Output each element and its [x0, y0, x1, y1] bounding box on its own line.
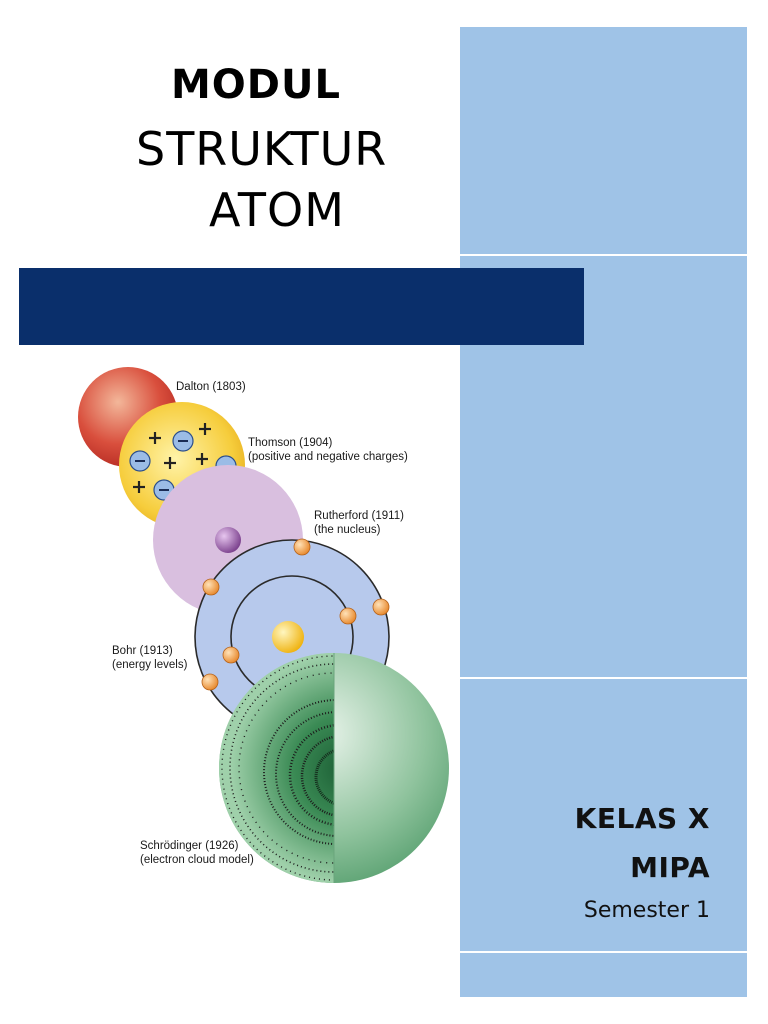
schrodinger-sphere	[219, 653, 449, 883]
rutherford-nucleus	[215, 527, 241, 553]
title-atom: ATOM	[209, 183, 345, 237]
kelas-label: KELAS X	[574, 802, 710, 835]
jurusan-label: MIPA	[630, 851, 710, 884]
blue-panel-footer	[460, 953, 747, 997]
label-rutherford: Rutherford (1911)	[314, 510, 404, 522]
label-dalton: Dalton (1803)	[176, 381, 246, 393]
blue-panel-bottom	[460, 679, 747, 951]
label-schrodinger: Schrödinger (1926)	[140, 840, 239, 852]
title-struktur: STRUKTUR	[136, 122, 388, 176]
label-bohr: Bohr (1913)	[112, 645, 173, 657]
label-thomson: Thomson (1904)	[248, 437, 333, 449]
blue-panel-top	[460, 27, 747, 254]
label-bohr-desc: (energy levels)	[112, 659, 188, 671]
semester-label: Semester 1	[583, 898, 710, 923]
atom-models-diagram: Dalton (1803) Thomson (1904) (positive a…	[78, 367, 449, 883]
navy-banner	[19, 268, 584, 345]
label-thomson-desc: (positive and negative charges)	[248, 451, 408, 463]
modul-label: MODUL	[171, 62, 341, 108]
label-rutherford-desc: (the nucleus)	[314, 524, 381, 536]
label-schrodinger-desc: (electron cloud model)	[140, 854, 254, 866]
